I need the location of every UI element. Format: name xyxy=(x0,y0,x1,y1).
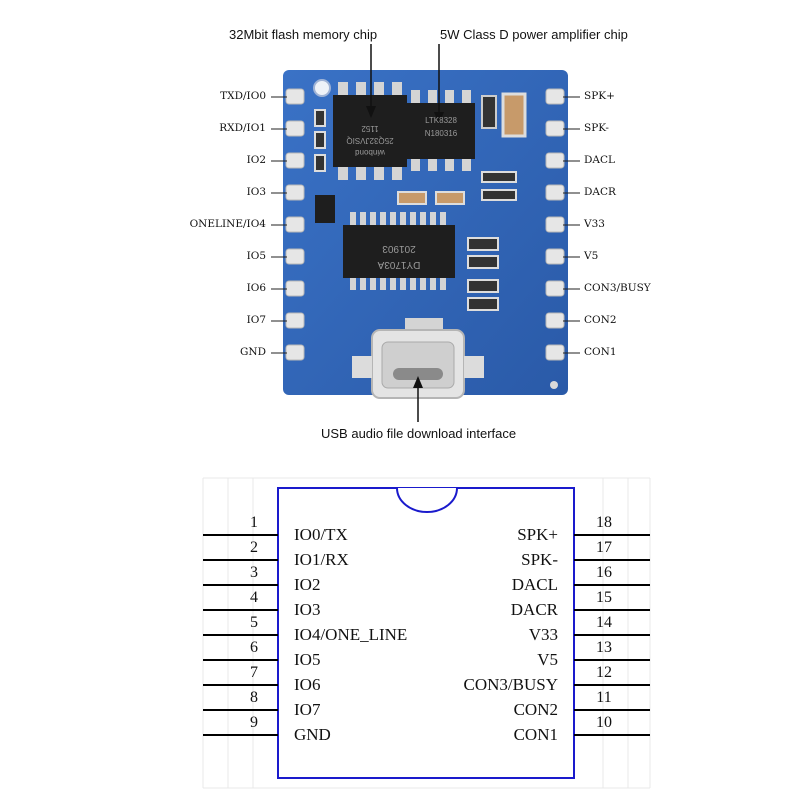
board-pin-label: ONELINE/IO4 xyxy=(189,218,266,230)
schematic-pin-name: DACL xyxy=(511,575,558,594)
schematic-pin-name: IO7 xyxy=(294,700,321,719)
board-pin-label: V33 xyxy=(584,218,605,230)
board-pin-label: DACL xyxy=(584,154,616,166)
board-pin-label: IO6 xyxy=(246,282,266,294)
schematic-pin-number: 5 xyxy=(250,614,258,631)
left-pads xyxy=(285,88,305,361)
schematic-pin-name: IO4/ONE_LINE xyxy=(294,625,408,644)
schematic-pin-name: SPK- xyxy=(521,550,558,569)
board-pin-label: CON1 xyxy=(584,346,617,358)
schematic-pin-name: CON2 xyxy=(513,700,558,719)
schematic-pin-name: SPK+ xyxy=(517,525,558,544)
board-pin-label: SPK- xyxy=(584,122,609,134)
main-chip xyxy=(343,212,455,290)
schematic-pin-number: 4 xyxy=(250,589,258,606)
board-pin-label: CON3/BUSY xyxy=(584,282,651,294)
right-pads xyxy=(545,88,565,361)
schematic-pin-number: 12 xyxy=(596,664,612,681)
schematic-pin-number: 17 xyxy=(596,539,612,556)
main-chip-marking-line: 201903 xyxy=(382,243,416,254)
board-pin-label: IO3 xyxy=(246,186,266,198)
amp-marking-line: N180316 xyxy=(424,129,458,138)
schematic-pin-name: V33 xyxy=(528,625,558,644)
amp-chip xyxy=(407,90,475,171)
board-pin-label: RXD/IO1 xyxy=(219,122,266,134)
schematic-pin-name: IO0/TX xyxy=(294,525,348,544)
flash-marking-line: 1152 xyxy=(361,124,379,133)
board-pin-label: TXD/IO0 xyxy=(220,90,266,102)
board-pin-label: SPK+ xyxy=(584,90,615,102)
main-chip-marking-line: DY1703A xyxy=(377,259,421,270)
board-pin-label: GND xyxy=(240,346,266,358)
amp-marking: LTK8328 N180316 xyxy=(410,114,472,150)
board-pin-label: V5 xyxy=(584,250,599,262)
usb-callout: USB audio file download interface xyxy=(321,426,517,441)
board-pin-label: CON2 xyxy=(584,314,617,326)
schematic-right-pins xyxy=(574,534,650,736)
schematic-pin-number: 2 xyxy=(250,539,258,556)
board-pin-label: IO5 xyxy=(246,250,266,262)
schematic-pin-number: 16 xyxy=(596,564,612,581)
passives xyxy=(314,92,527,311)
schematic-pin-number: 7 xyxy=(250,664,258,681)
schematic-pin-number: 8 xyxy=(250,689,258,706)
via xyxy=(550,381,558,389)
schematic-pin-number: 3 xyxy=(250,564,258,581)
amp-marking-line: LTK8328 xyxy=(425,116,457,125)
schematic-body xyxy=(277,487,575,779)
schematic-pin-name: CON3/BUSY xyxy=(463,675,558,694)
board-pin-label: IO2 xyxy=(246,154,266,166)
schematic-left-pins xyxy=(203,534,278,736)
schematic-pin-name: IO5 xyxy=(294,650,321,669)
flash-callout: 32Mbit flash memory chip xyxy=(229,27,378,42)
schematic-pin-name: DACR xyxy=(510,600,558,619)
schematic-pin-number: 11 xyxy=(596,689,612,706)
mounting-hole xyxy=(313,79,331,97)
schematic-pin-name: IO3 xyxy=(294,600,321,619)
schematic-pin-name: CON1 xyxy=(513,725,558,744)
callout-arrows xyxy=(366,44,444,422)
flash-marking: winbond 25Q32JVSIQ 1152 xyxy=(336,104,404,158)
schematic-pin-number: 6 xyxy=(250,639,258,656)
board-pin-label: DACR xyxy=(584,186,616,198)
board-pin-label: IO7 xyxy=(246,314,266,326)
schematic-pin-number: 9 xyxy=(250,714,258,731)
main-chip-marking: DY1703A 201903 xyxy=(352,232,446,272)
left-leaders xyxy=(271,96,287,354)
flash-marking-line: 25Q32JVSIQ xyxy=(346,136,394,145)
flash-marking-line: winbond xyxy=(355,148,385,157)
schematic-pin-name: V5 xyxy=(537,650,558,669)
schematic-pin-name: IO2 xyxy=(294,575,321,594)
schematic-pin-number: 14 xyxy=(596,614,612,631)
schematic-pin-number: 18 xyxy=(596,514,612,531)
schematic-pin-name: IO1/RX xyxy=(294,550,349,569)
schematic-pin-name: IO6 xyxy=(294,675,321,694)
schematic-grid xyxy=(202,477,651,789)
schematic-pin-number: 1 xyxy=(250,514,258,531)
right-leaders xyxy=(563,96,580,354)
schematic-pin-number: 10 xyxy=(596,714,612,731)
amp-callout: 5W Class D power amplifier chip xyxy=(440,27,628,42)
schematic-pin-number: 13 xyxy=(596,639,612,656)
schematic-pin-number: 15 xyxy=(596,589,612,606)
schematic-pin-name: GND xyxy=(294,725,331,744)
